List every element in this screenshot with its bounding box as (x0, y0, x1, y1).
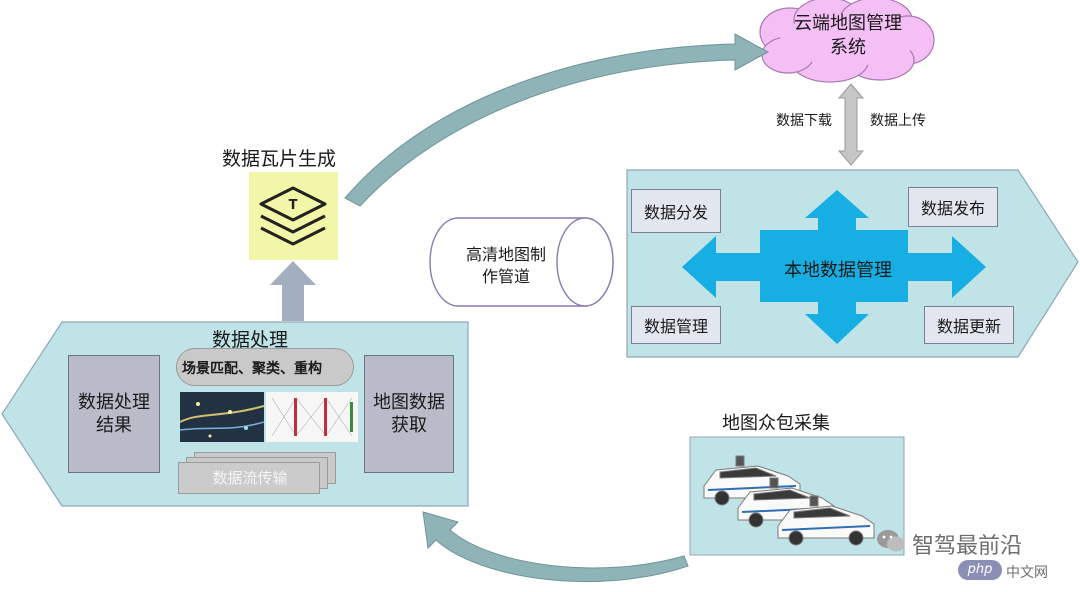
survey-cars-illustration (703, 455, 875, 546)
tile-up-arrow (270, 261, 316, 321)
publish-box: 数据发布 (908, 187, 998, 227)
car-3 (777, 495, 875, 546)
wechat-icon (876, 528, 906, 554)
processing-title: 数据处理 (212, 329, 289, 351)
manage-box: 数据管理 (631, 306, 721, 344)
distribute-box: 数据分发 (631, 189, 721, 233)
sync-double-arrow (837, 83, 865, 166)
php-logo: php (958, 560, 1002, 580)
four-way-arrow (682, 190, 986, 344)
layers-icon: T (259, 186, 327, 246)
download-label: 数据下载 (776, 113, 832, 129)
watermark-cn: 中文网 (1006, 565, 1048, 581)
cloud-system-label: 云端地图管理 系统 (794, 13, 902, 58)
local-center-label: 本地数据管理 (784, 260, 892, 281)
pipeline-cylinder (429, 217, 614, 307)
steps-pill (176, 348, 354, 386)
stream-label: 数据流传输 (212, 469, 288, 487)
processing-result-box: 数据处理结果 (68, 355, 160, 473)
flow-arrow-to-processing (422, 511, 689, 583)
night-map-thumbnail (180, 392, 264, 442)
map-data-acquire-box: 地图数据获取 (364, 355, 454, 473)
crowd-title: 地图众包采集 (722, 413, 830, 434)
update-box: 数据更新 (924, 306, 1014, 344)
steps-label: 场景匹配、聚类、重构 (182, 361, 322, 377)
stream-stack-front (178, 462, 320, 494)
upload-label: 数据上传 (870, 113, 926, 129)
network-thumbnail (266, 392, 358, 442)
watermark-brand: 智驾最前沿 (912, 534, 1023, 559)
svg-text:T: T (289, 198, 298, 213)
tile-icon-box: T (249, 172, 338, 260)
pipeline-label: 高清地图制 作管道 (465, 245, 546, 286)
flow-arrow-to-cloud (344, 33, 770, 207)
tile-title: 数据瓦片生成 (222, 148, 337, 170)
